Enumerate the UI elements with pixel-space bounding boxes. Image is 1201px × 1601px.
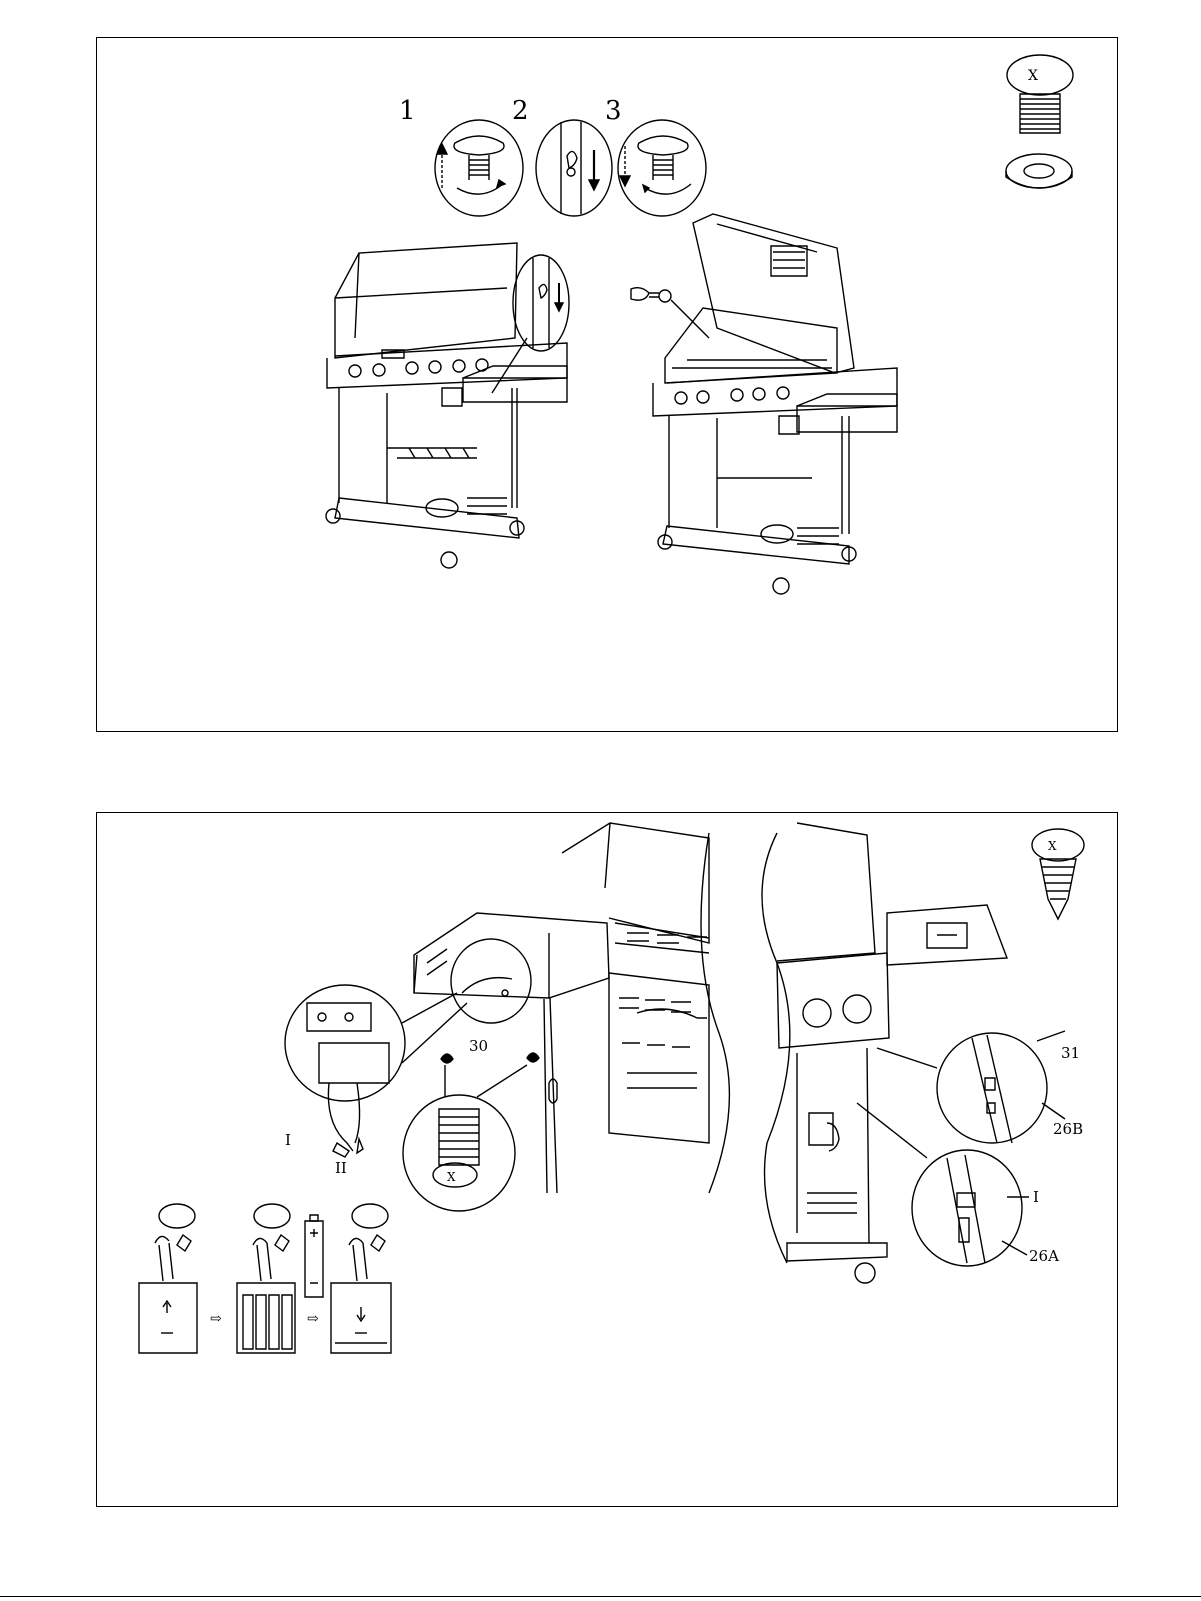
svg-text:X: X bbox=[447, 1170, 456, 1184]
step-number-2: 2 bbox=[512, 98, 529, 124]
top-panel-illustration: X bbox=[97, 38, 1117, 731]
assembly-step-panel-bottom: X bbox=[96, 812, 1118, 1507]
assembly-step-panel-top: X bbox=[96, 37, 1118, 732]
screw-magnified-detail: X bbox=[403, 1065, 527, 1211]
callout-wire-ii-left: II bbox=[335, 1161, 347, 1176]
latch-detail-left bbox=[492, 255, 569, 393]
step-1-detail bbox=[435, 120, 523, 216]
grill-lid-open bbox=[653, 214, 897, 594]
svg-text:⇨: ⇨ bbox=[210, 1311, 222, 1327]
callout-part-26a: 26A bbox=[1029, 1249, 1059, 1264]
page-bottom-rule bbox=[0, 1596, 1201, 1597]
screw-icon: X bbox=[1032, 829, 1084, 919]
step-3-detail bbox=[618, 120, 706, 216]
step-number-3: 3 bbox=[605, 98, 622, 124]
callout-part-26b: 26B bbox=[1053, 1122, 1083, 1137]
svg-text:X: X bbox=[1048, 839, 1057, 853]
bolt-icon: X bbox=[1007, 55, 1073, 133]
bottom-panel-illustration: X bbox=[97, 813, 1117, 1506]
washer-icon bbox=[1006, 154, 1072, 188]
svg-text:X: X bbox=[1028, 68, 1038, 84]
step-number-1: 1 bbox=[399, 98, 416, 124]
grill-lid-closed bbox=[326, 243, 567, 568]
bolt-washer-callout bbox=[631, 288, 709, 338]
right-cutaway-grill bbox=[762, 823, 1065, 1283]
callout-part-31: 31 bbox=[1061, 1046, 1080, 1061]
step-2-detail bbox=[536, 120, 612, 216]
callout-wire-i-right: I bbox=[1033, 1190, 1039, 1205]
callout-wire-i-left: I bbox=[285, 1133, 291, 1148]
callout-part-30: 30 bbox=[469, 1039, 488, 1054]
svg-text:⇨: ⇨ bbox=[307, 1311, 319, 1327]
battery-box-sequence: ⇨ ⇨ bbox=[139, 1204, 391, 1353]
